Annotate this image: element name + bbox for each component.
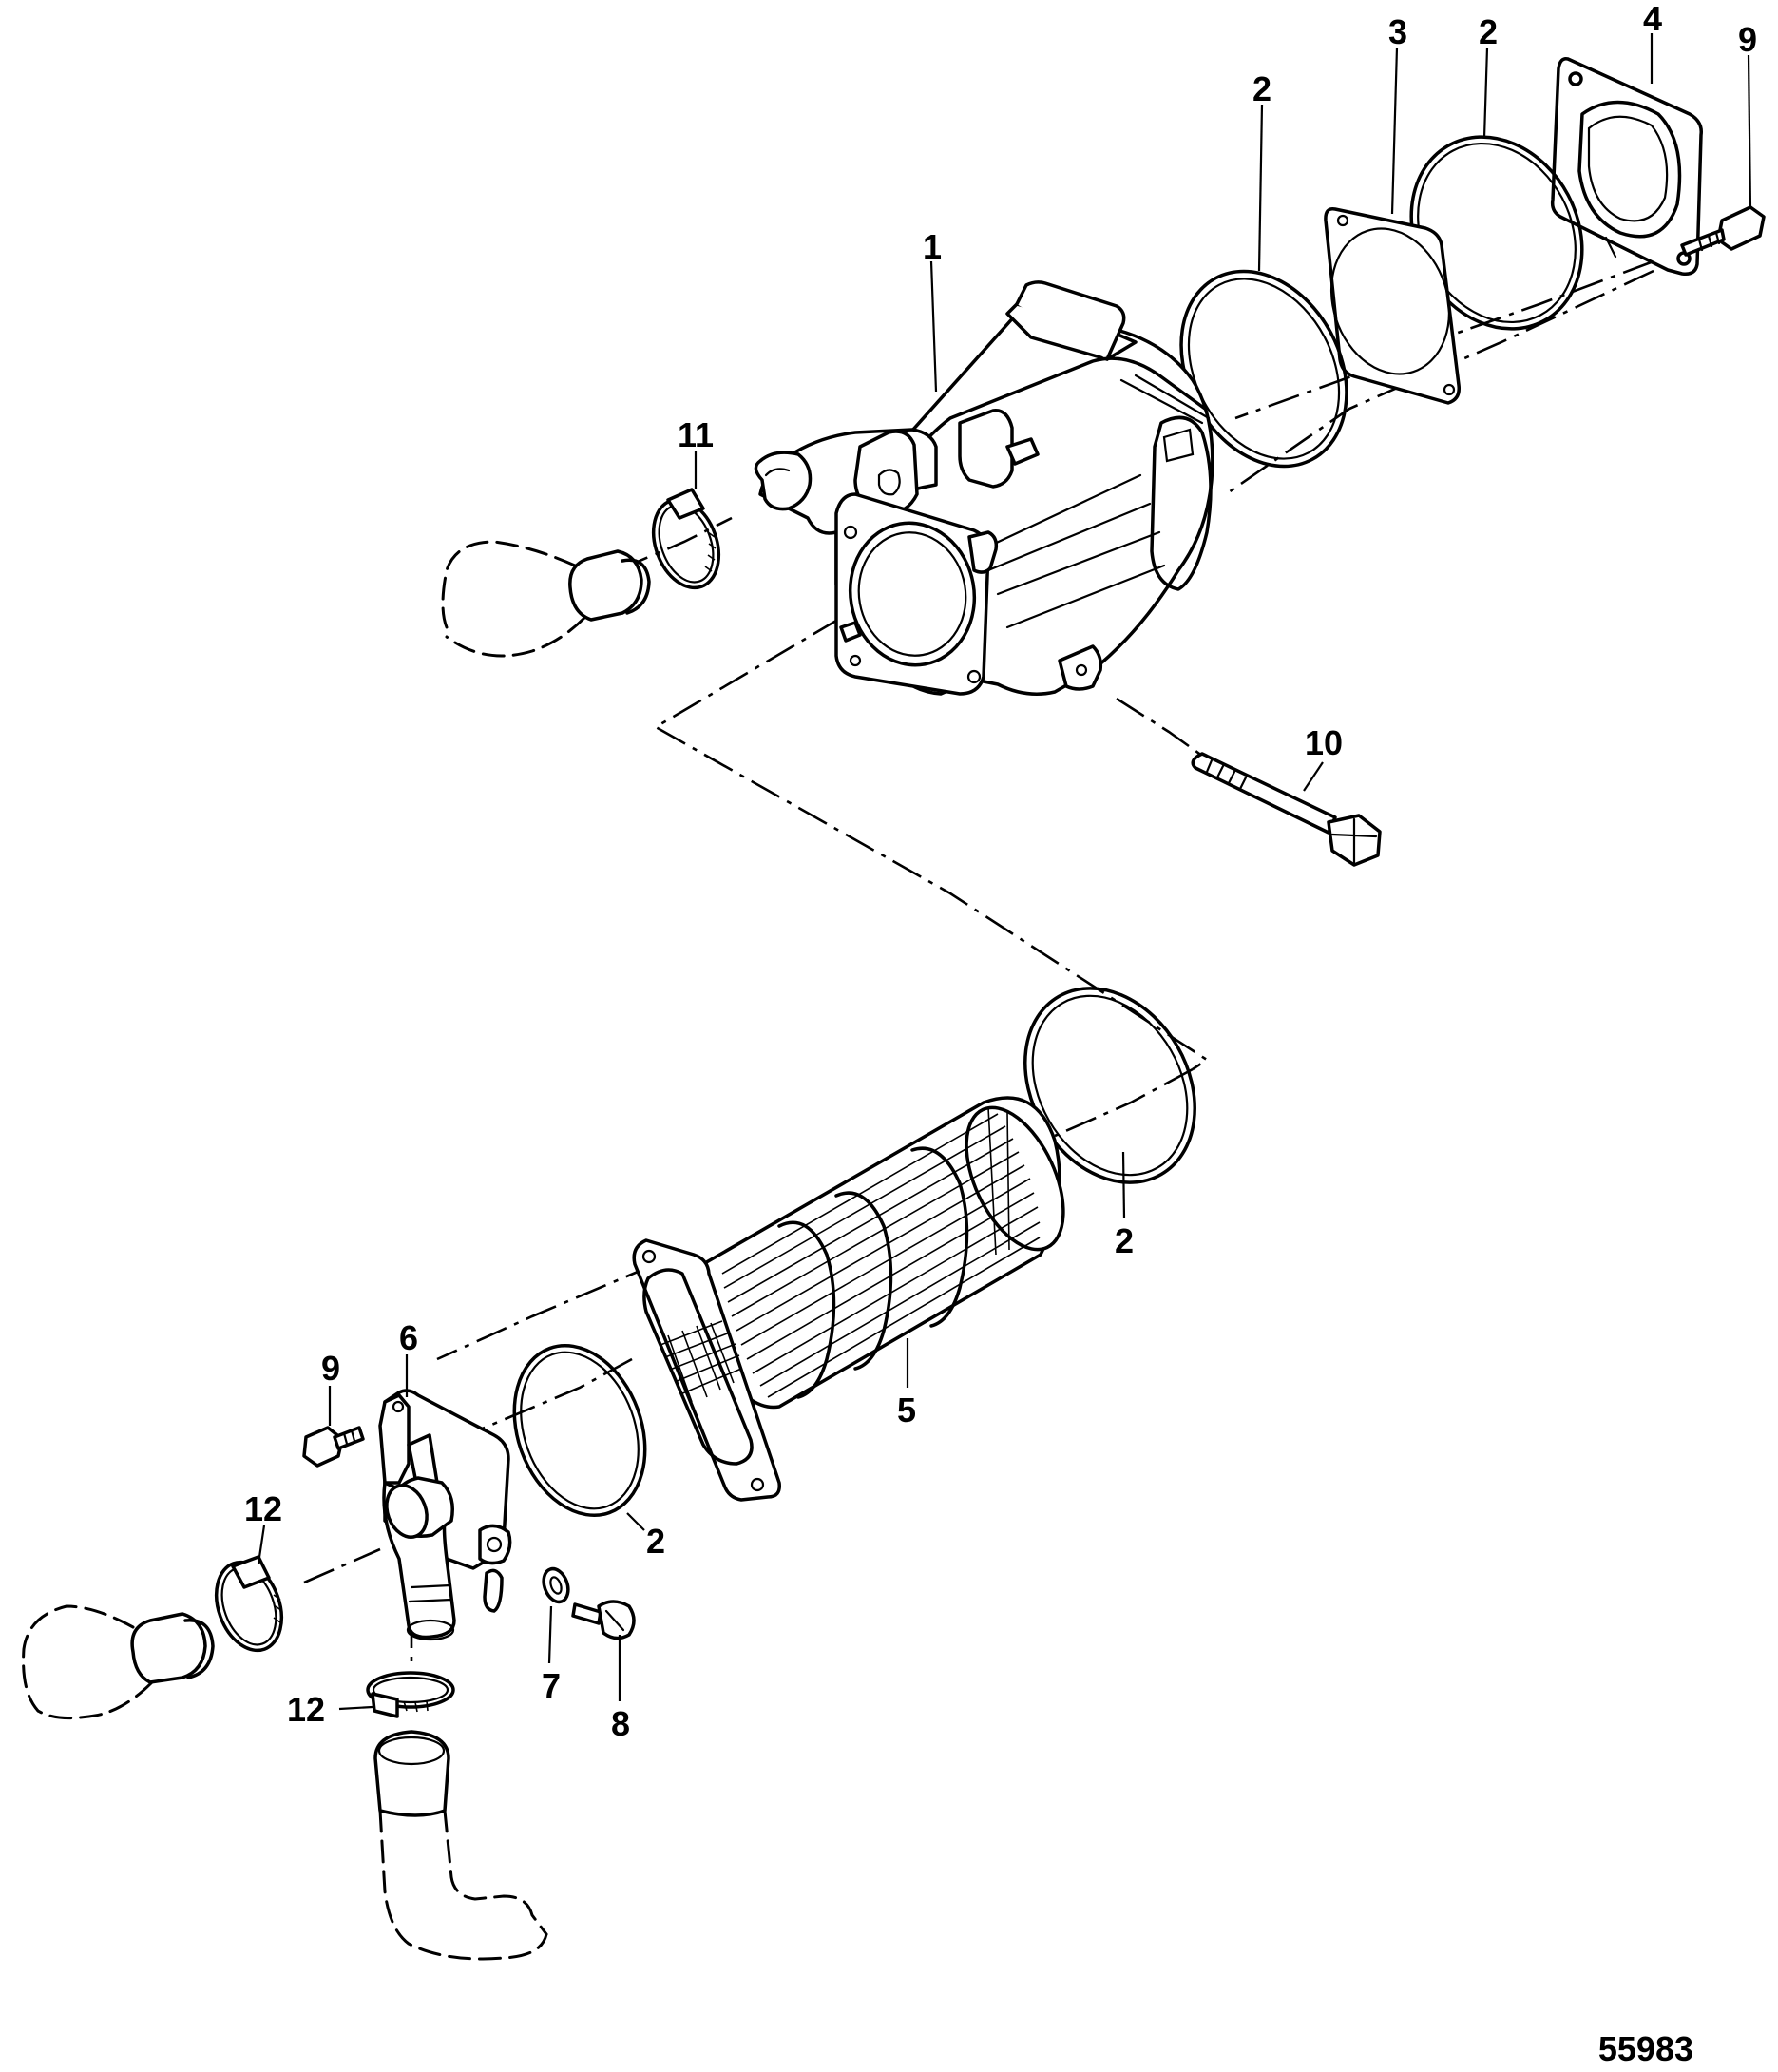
upper-hose bbox=[441, 540, 651, 658]
left-hose bbox=[22, 1604, 215, 1720]
hose-clamp-part-12-bottom bbox=[366, 1671, 455, 1718]
callout-part-5: 5 bbox=[897, 1391, 916, 1429]
leader-lines bbox=[257, 33, 1752, 1711]
callout-part-3: 3 bbox=[1388, 12, 1407, 51]
hose-clamp-part-12-left bbox=[214, 1555, 284, 1653]
screw-part-9-lower bbox=[302, 1426, 365, 1468]
callout-part-2-upper-right: 2 bbox=[1479, 12, 1498, 51]
gasket-part-3 bbox=[1324, 207, 1462, 405]
callout-part-2-housing: 2 bbox=[1252, 69, 1271, 108]
callout-part-12-left: 12 bbox=[244, 1489, 282, 1528]
callout-part-2-core-rear: 2 bbox=[1115, 1221, 1134, 1260]
housing-part-1 bbox=[754, 280, 1214, 696]
elbow-flange-part-4 bbox=[1550, 56, 1703, 277]
callout-part-6: 6 bbox=[399, 1318, 418, 1357]
drain-plug-part-8 bbox=[571, 1600, 636, 1640]
washer-part-7 bbox=[542, 1566, 570, 1604]
callout-part-8: 8 bbox=[611, 1704, 630, 1743]
callout-part-12-bottom: 12 bbox=[287, 1690, 325, 1729]
callout-part-2-core-front: 2 bbox=[646, 1522, 665, 1561]
callout-part-4: 4 bbox=[1643, 0, 1662, 38]
figure-number: 55983 bbox=[1598, 2029, 1693, 2068]
bottom-hose bbox=[373, 1730, 548, 1961]
callout-part-11: 11 bbox=[678, 415, 714, 454]
callout-part-1: 1 bbox=[923, 227, 942, 266]
hose-clamp-part-11 bbox=[651, 488, 721, 590]
callout-part-9-lower: 9 bbox=[321, 1349, 340, 1388]
long-bolt-part-10 bbox=[1191, 752, 1382, 867]
callout-labels: 1 2 3 2 4 9 11 10 2 5 6 9 2 12 12 7 8 bbox=[244, 0, 1757, 1743]
tube-bundle-part-5 bbox=[632, 1096, 1065, 1502]
callout-part-9-upper: 9 bbox=[1738, 20, 1757, 59]
end-cap-part-6 bbox=[378, 1389, 512, 1641]
callout-part-7: 7 bbox=[542, 1666, 561, 1705]
callout-part-10: 10 bbox=[1305, 723, 1343, 762]
o-ring-part-2-core-front bbox=[512, 1343, 647, 1518]
